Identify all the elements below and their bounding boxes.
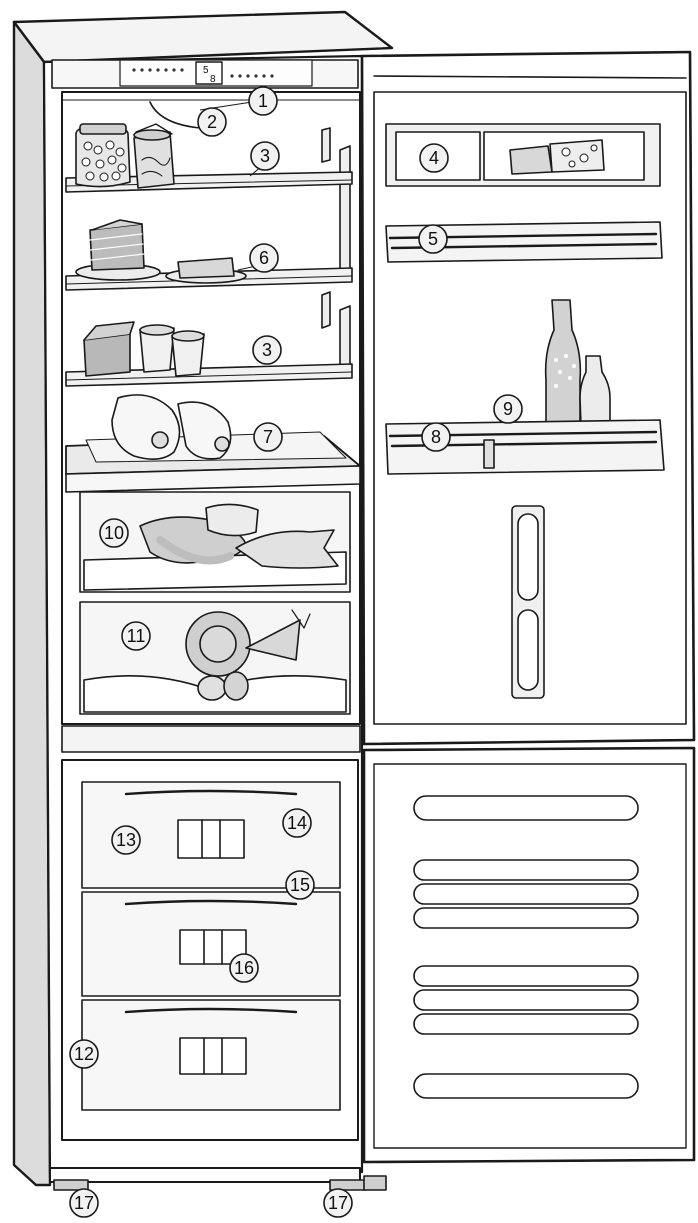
- adjustable-foot-right: [329, 1175, 387, 1191]
- callout-butter-cheese-compartment: 4: [419, 143, 449, 173]
- callout-marker: [249, 243, 279, 273]
- callout-number: 5: [428, 229, 438, 249]
- adjustable-foot-left: [53, 1179, 89, 1191]
- yogurt-cups: [139, 324, 205, 377]
- callout-marker: [253, 422, 283, 452]
- callout-bottle-shelf: 7: [253, 422, 283, 452]
- callout-adjustable-foot-left: 17: [69, 1188, 99, 1218]
- can-food: [133, 123, 175, 189]
- callout-glass-shelf-middle: 6: [249, 243, 279, 273]
- callout-freezer-drawer-middle: 16: [229, 953, 259, 983]
- callout-marker: [323, 1188, 353, 1218]
- callout-freezer-drawer-divider: 15: [285, 870, 315, 900]
- callout-number: 12: [74, 1044, 94, 1064]
- callout-number: 2: [207, 112, 217, 132]
- vegetable-drawer: [79, 601, 351, 715]
- callout-marker: [111, 825, 141, 855]
- compartment-divider: [61, 725, 361, 753]
- callout-marker: [250, 141, 280, 171]
- chill-drawer: [79, 491, 351, 593]
- callout-number: 1: [258, 91, 268, 111]
- callout-number: 15: [290, 875, 310, 895]
- food-box: [83, 321, 135, 377]
- callout-door-rack-bottles: 8: [421, 422, 451, 452]
- display-bottom-digit: 8: [210, 74, 216, 85]
- door-handle-recess: [511, 505, 545, 699]
- callout-freezer-compartment: 12: [69, 1039, 99, 1069]
- callout-number: 3: [262, 340, 272, 360]
- glass-shelf-lower: [65, 363, 353, 387]
- jar-food: [75, 123, 131, 188]
- freezer-drawer-middle: [81, 891, 341, 997]
- callout-number: 4: [429, 148, 439, 168]
- butter-dish: [165, 257, 247, 284]
- callout-number: 9: [503, 399, 513, 419]
- temperature-display: [195, 61, 223, 85]
- callout-marker: [121, 621, 151, 651]
- callout-marker: [69, 1188, 99, 1218]
- callout-glass-shelf-top: 3: [250, 141, 280, 171]
- callout-interior-light: 2: [197, 107, 227, 137]
- callout-marker: [285, 870, 315, 900]
- callout-adjustable-foot-right: 17: [323, 1188, 353, 1218]
- callout-number: 10: [104, 523, 124, 543]
- callout-marker: [282, 808, 312, 838]
- callout-freezer-drawer-label: 13: [111, 825, 141, 855]
- callout-number: 13: [116, 830, 136, 850]
- callout-control-panel: 1: [248, 86, 278, 116]
- callout-marker: [99, 518, 129, 548]
- control-panel: [51, 59, 359, 89]
- callout-marker: [493, 394, 523, 424]
- callout-marker: [252, 335, 282, 365]
- callout-marker: [419, 143, 449, 173]
- display-top-digit: 5: [203, 65, 209, 76]
- callout-number: 7: [263, 427, 273, 447]
- callout-marker: [418, 224, 448, 254]
- callout-number: 16: [234, 958, 254, 978]
- callout-number: 14: [287, 813, 307, 833]
- callout-marker: [229, 953, 259, 983]
- callout-marker: [421, 422, 451, 452]
- cake-plate: [75, 219, 161, 281]
- interior-light: [149, 101, 201, 129]
- callout-vegetable-drawer: 11: [121, 621, 151, 651]
- callout-marker: [197, 107, 227, 137]
- lying-bottles: [111, 394, 232, 460]
- callout-number: 11: [127, 626, 146, 646]
- freezer-drawer-bottom: [81, 999, 341, 1111]
- callout-freezer-drawer-top: 14: [282, 808, 312, 838]
- callout-number: 17: [328, 1193, 348, 1213]
- callout-number: 8: [431, 427, 441, 447]
- callout-chill-drawer: 10: [99, 518, 129, 548]
- callout-number: 3: [260, 146, 270, 166]
- callout-number: 6: [259, 248, 269, 268]
- callout-bottle-retainer: 9: [493, 394, 523, 424]
- callout-number: 17: [74, 1193, 94, 1213]
- freezer-door-ribs: [413, 795, 639, 1099]
- callout-marker: [69, 1039, 99, 1069]
- callout-door-rack-upper: 5: [418, 224, 448, 254]
- callout-marker: [248, 86, 278, 116]
- callout-glass-shelf-lower: 3: [252, 335, 282, 365]
